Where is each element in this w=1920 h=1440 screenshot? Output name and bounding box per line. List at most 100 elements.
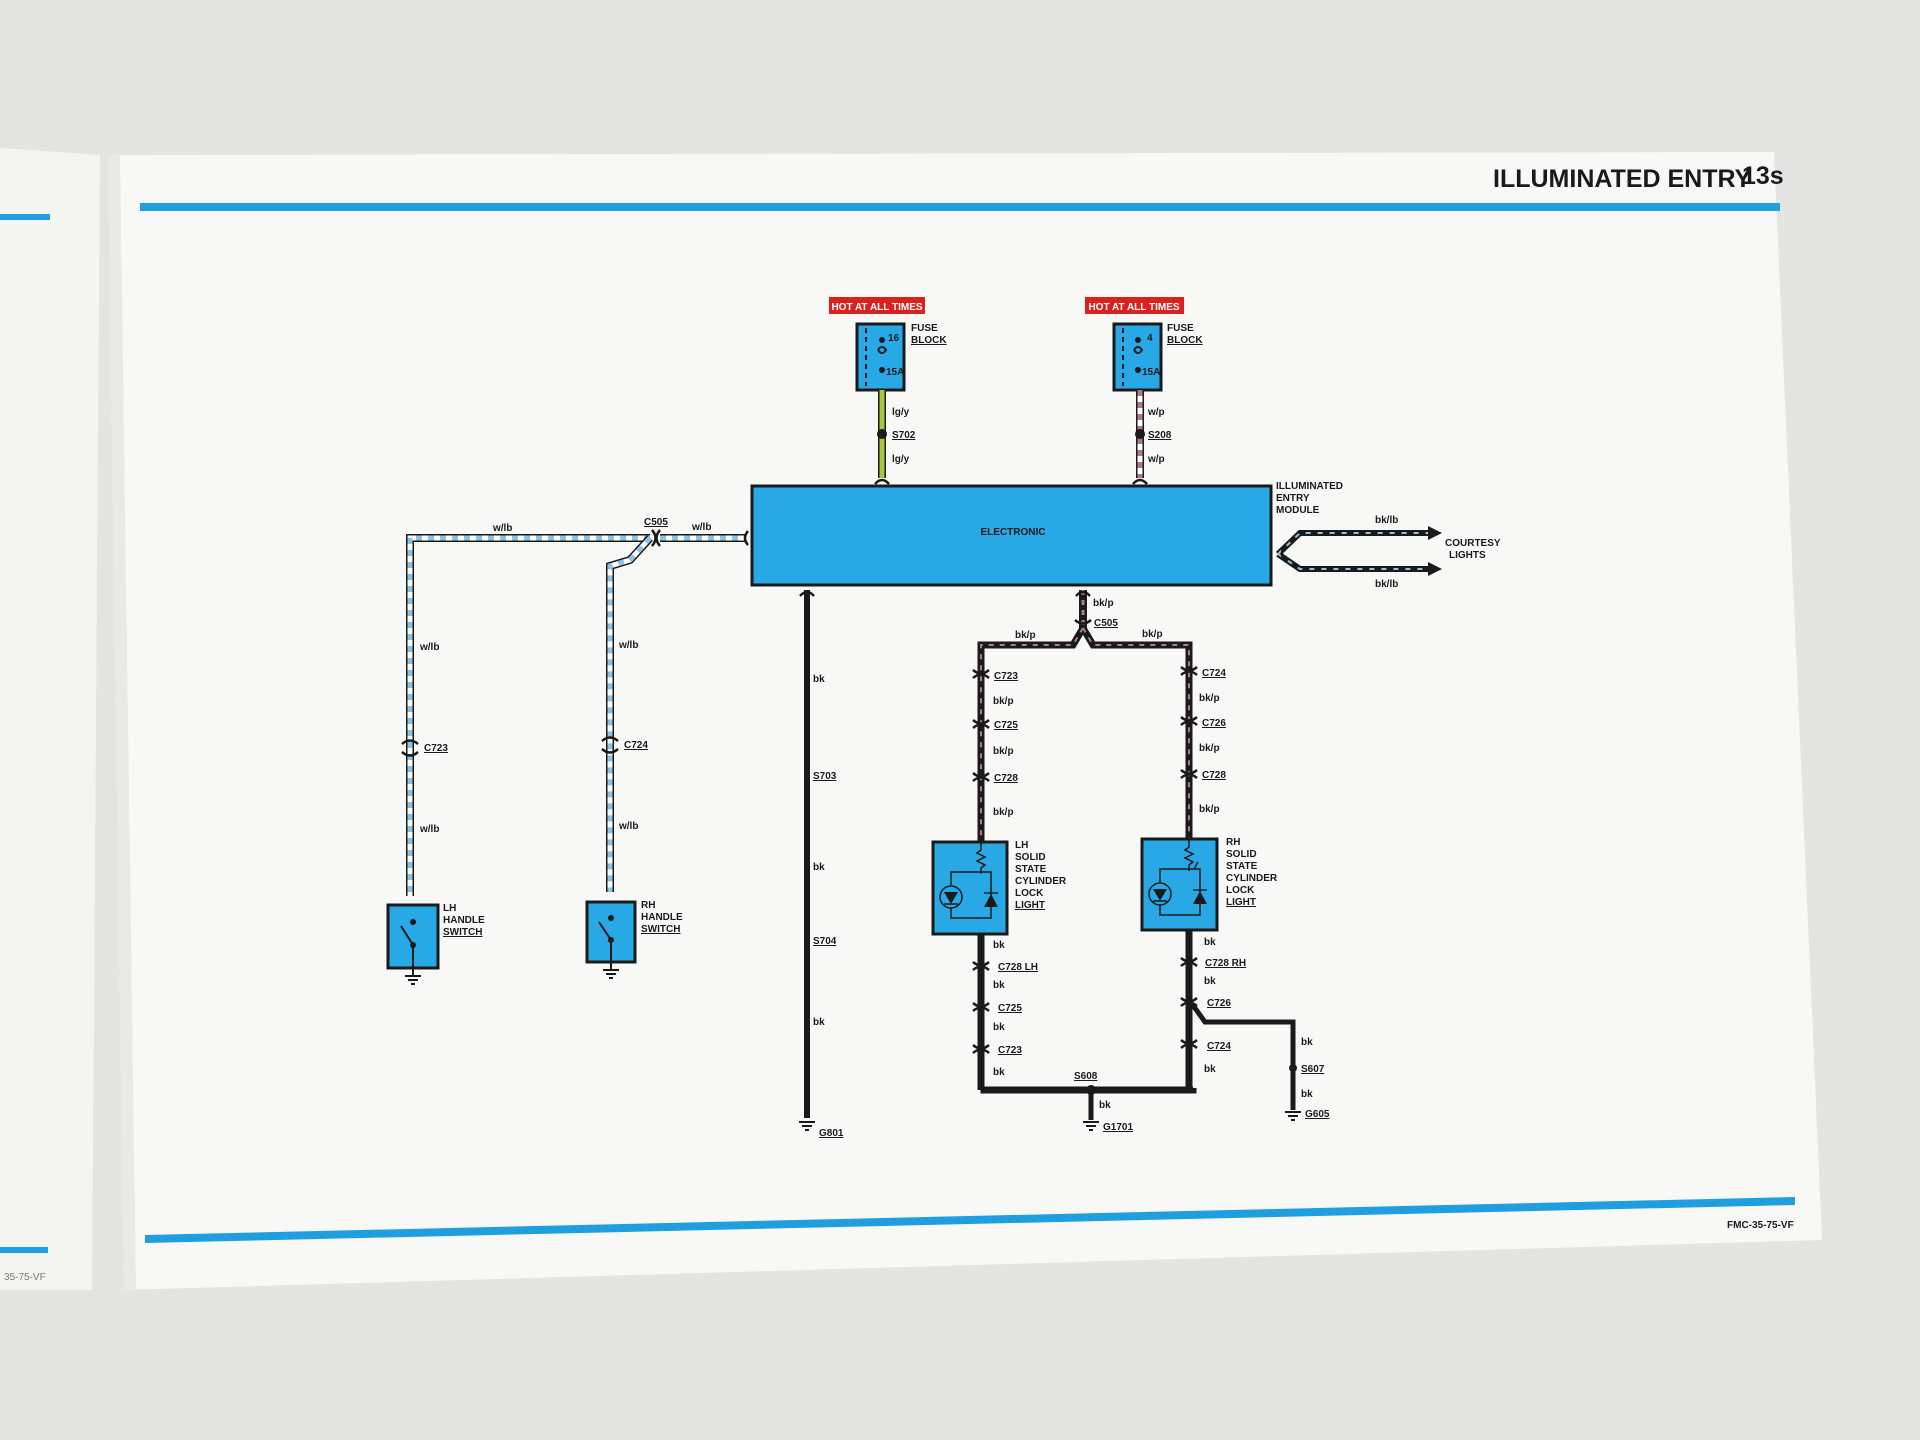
hot-label-right: HOT AT ALL TIMES [1088, 302, 1179, 313]
wire-label-bk-3: bk [813, 1017, 825, 1028]
wire-label-wlb-1: w/lb [691, 522, 711, 533]
splice-s703: S703 [813, 771, 837, 782]
lh-lock-label-1: LH [1015, 840, 1028, 851]
wire-bk-lock-ground-loop: S608 bk G1701 bk C728 LH bk C725 bk C723… [972, 937, 1330, 1133]
hot-at-all-times-badge-right [1085, 297, 1184, 314]
fuse-right-label-1: FUSE [1167, 323, 1194, 334]
lh-handle-switch: LH HANDLE SWITCH [386, 903, 485, 985]
wire-label-bk-g605-2: bk [1301, 1089, 1313, 1100]
hot-label-left: HOT AT ALL TIMES [831, 302, 922, 313]
lh-handle-switch-label-1: LH [443, 903, 456, 914]
splice-s607: S607 [1301, 1064, 1325, 1075]
hot-at-all-times-badge-left [829, 297, 925, 314]
lh-lock-label-3: STATE [1015, 864, 1047, 875]
wire-label-wp-1: w/p [1147, 407, 1165, 418]
wire-label-bkp-rh: bk/p [1142, 629, 1163, 640]
connector-c726-rh-lock-top: C726 [1202, 718, 1226, 729]
splice-s704: S704 [813, 936, 837, 947]
lh-lock-label-6: LIGHT [1015, 900, 1045, 911]
fuse-right-label-2: BLOCK [1167, 335, 1203, 346]
fuse-block-right: HOT AT ALL TIMES 4 15A FUSE BLOCK [1085, 297, 1203, 392]
fuse-left-label-2: BLOCK [911, 335, 947, 346]
module-name-3: MODULE [1276, 505, 1320, 516]
page-number: 13s [1742, 162, 1784, 190]
fuse-left-rating: 15A [886, 367, 904, 378]
rh-lock-label-3: STATE [1226, 861, 1258, 872]
rh-lock-label-4: CYLINDER [1226, 873, 1278, 884]
wire-label-wlb-2: w/lb [492, 523, 512, 534]
wire-lg-y: lg/y S702 lg/y [874, 390, 916, 485]
lh-handle-switch-label-3: SWITCH [443, 927, 482, 938]
wire-label-bk-g605-1: bk [1301, 1037, 1313, 1048]
footer-rule [145, 1197, 1795, 1243]
fuse-block-left: HOT AT ALL TIMES 16 15A FUSE BLOCK [829, 297, 947, 392]
wire-label-bk-lh-2: bk [993, 980, 1005, 991]
splice-s608: S608 [1074, 1071, 1098, 1082]
paper-left-page: 35-75-VF [0, 148, 100, 1290]
wire-label-bkp-top: bk/p [1093, 598, 1114, 609]
wire-label-bk-rh-3: bk [1204, 1064, 1216, 1075]
ground-g801: G801 [819, 1128, 844, 1139]
lh-lock-label-4: CYLINDER [1015, 876, 1067, 887]
fuse-right-number: 4 [1147, 333, 1153, 344]
lh-lock-label-2: SOLID [1015, 852, 1046, 863]
wire-label-bkp-lh: bk/p [1015, 630, 1036, 641]
connector-c723-lh-handle: C723 [424, 743, 448, 754]
module-name-2: ENTRY [1276, 493, 1310, 504]
connector-c728-rh-lock: C728 [1202, 770, 1226, 781]
wire-w-lb-handle-switches: C505 w/lb w/lb w/lb w/lb w/lb w/lb C723 … [401, 517, 749, 896]
illuminated-entry-module: ELECTRONIC ILLUMINATED ENTRY MODULE [750, 481, 1343, 587]
wire-label-bk-2: bk [813, 862, 825, 873]
fuse-right-rating: 15A [1142, 367, 1160, 378]
wire-label-bklb-2: bk/lb [1375, 579, 1398, 590]
splice-s208: S208 [1148, 430, 1172, 441]
wire-label-bk-1: bk [813, 674, 825, 685]
wire-label-bk-lh-1: bk [993, 940, 1005, 951]
connector-c505-left: C505 [644, 517, 668, 528]
courtesy-lights-label-1: COURTESY [1445, 538, 1501, 549]
wire-label-bk-g1701: bk [1099, 1100, 1111, 1111]
wire-label-bk-rh-2: bk [1204, 976, 1216, 987]
connector-c723-lh-lock-top: C723 [994, 671, 1018, 682]
module-name-1: ILLUMINATED [1276, 481, 1343, 492]
ground-g605: G605 [1305, 1109, 1330, 1120]
rh-handle-switch: RH HANDLE SWITCH [585, 900, 683, 979]
connector-c505-bottom: C505 [1094, 618, 1118, 629]
wire-label-bk-lh-3: bk [993, 1022, 1005, 1033]
lh-solid-state-cylinder-lock-light: LH SOLID STATE CYLINDER LOCK LIGHT [931, 840, 1067, 1090]
courtesy-lights-wires: bk/lb bk/lb COURTESY LIGHTS [1275, 515, 1501, 590]
fuse-left-label-1: FUSE [911, 323, 938, 334]
connector-c725-lh-lock-top: C725 [994, 720, 1018, 731]
fuse-left-number: 16 [888, 333, 900, 344]
connector-c728lh: C728 LH [998, 962, 1038, 973]
wire-label-lgy-1: lg/y [892, 407, 910, 418]
wire-bk-p-lock-lights: bk/p C505 bk/p bk/p C723 bk/p C725 bk/p … [972, 590, 1226, 842]
connector-c728-lh-lock: C728 [994, 773, 1018, 784]
wire-label-bkp-lh-4: bk/p [993, 807, 1014, 818]
wire-label-wp-2: w/p [1147, 454, 1165, 465]
rh-handle-switch-label-3: SWITCH [641, 924, 680, 935]
connector-c726-rh-lower: C726 [1207, 998, 1231, 1009]
splice-s702: S702 [892, 430, 916, 441]
wire-label-wlb-3: w/lb [419, 642, 439, 653]
paper-right-page [108, 152, 1822, 1290]
wire-label-bkp-rh-3: bk/p [1199, 743, 1220, 754]
connector-c723-lh-lower: C723 [998, 1045, 1022, 1056]
footer-code-left: 35-75-VF [4, 1272, 46, 1283]
wire-label-lgy-2: lg/y [892, 454, 910, 465]
connector-c725-lh-lower: C725 [998, 1003, 1022, 1014]
wire-label-wlb-5: w/lb [618, 640, 638, 651]
wire-label-bkp-lh-2: bk/p [993, 696, 1014, 707]
wire-label-bk-lh-4: bk [993, 1067, 1005, 1078]
header-rule [140, 203, 1780, 211]
wire-label-bkp-rh-4: bk/p [1199, 804, 1220, 815]
connector-c724-rh-lower: C724 [1207, 1041, 1231, 1052]
page-title: ILLUMINATED ENTRY [1493, 165, 1752, 193]
footer-code-right: FMC-35-75-VF [1727, 1220, 1794, 1231]
connector-c724-rh-lock-top: C724 [1202, 668, 1226, 679]
rh-lock-label-2: SOLID [1226, 849, 1257, 860]
wire-label-bkp-rh-2: bk/p [1199, 693, 1220, 704]
wire-label-wlb-6: w/lb [618, 821, 638, 832]
connector-c724-rh-handle: C724 [624, 740, 648, 751]
